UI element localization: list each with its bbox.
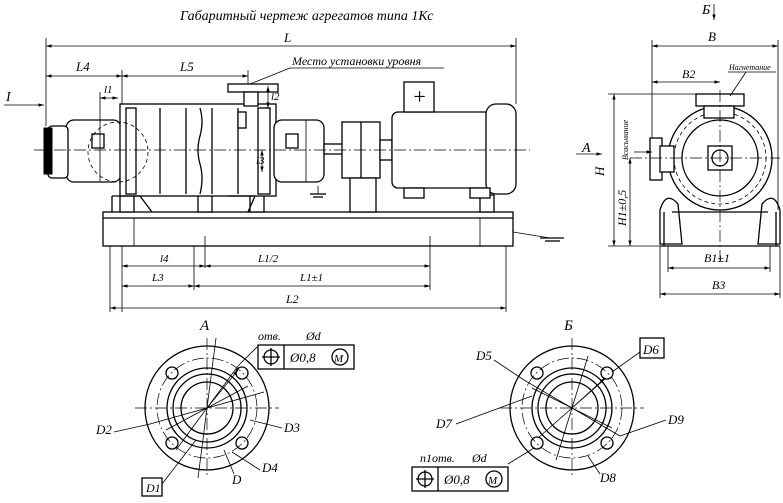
marker-I: I: [5, 90, 12, 105]
dim-L4: L4: [75, 59, 90, 74]
position-tolerance-icon: [262, 348, 280, 366]
dim-l3: l3: [256, 155, 265, 167]
dim-D4: D4: [261, 460, 278, 475]
base-frame: [102, 211, 514, 247]
flange-B: Б D5 D6 D7 D9 D8 n1отв. Ød: [411, 318, 684, 492]
flange-B-label: Б: [563, 318, 573, 334]
main-view: + A I L L4 L5: [4, 30, 602, 312]
dim-B: B: [708, 29, 716, 44]
dim-D: D: [231, 472, 242, 487]
dim-H1: H1±0,5: [615, 190, 629, 227]
drawing-title: Габаритный чертеж агрегатов типа 1Кс: [179, 9, 434, 24]
flange-B-modifier: M: [487, 475, 498, 487]
flange-A-d: Ød: [305, 329, 322, 343]
dim-D9: D9: [667, 412, 684, 427]
dim-L5: L5: [179, 59, 194, 74]
side-view: Б B B2 Нагнетание Вса: [592, 3, 781, 298]
view-label-A: A: [581, 141, 591, 156]
dim-H: H: [592, 166, 607, 177]
flange-B-holes: n1отв.: [420, 451, 455, 465]
dim-D5: D5: [475, 348, 492, 363]
side-view-label: Б: [701, 3, 710, 18]
dim-l1: l1: [104, 84, 113, 96]
ground-symbol: [310, 186, 326, 198]
flange-B-tolerance: Ø0,8: [443, 472, 470, 487]
flange-B-d: Ød: [471, 451, 488, 465]
flange-A: A отв. Ød Ø0,8 M D2 D3: [95, 318, 355, 497]
ground-symbol-base: [512, 231, 564, 242]
dim-B1: B1±1: [704, 251, 730, 265]
dim-D1: D1: [145, 481, 161, 495]
dim-l2: l2: [271, 91, 280, 103]
dim-D8: D8: [599, 470, 616, 485]
flange-A-modifier: M: [333, 353, 344, 365]
dim-L: L: [283, 30, 291, 45]
dim-D2: D2: [95, 422, 112, 437]
dim-L1-tol: L1±1: [299, 272, 323, 284]
dim-D7: D7: [435, 416, 452, 431]
dim-l4: l4: [160, 253, 169, 265]
flange-A-holes: отв.: [258, 329, 281, 343]
flange-A-label: A: [199, 318, 210, 334]
position-tolerance-icon: [416, 470, 434, 488]
dim-B2: B2: [682, 67, 695, 81]
left-cover: [65, 119, 122, 183]
dim-D3: D3: [283, 420, 300, 435]
discharge-label: Нагнетание: [728, 63, 771, 72]
right-cover: [273, 119, 325, 183]
dim-L1-half: L1/2: [257, 253, 279, 265]
dim-D6: D6: [642, 342, 659, 357]
suction-label: Всасывание: [621, 119, 630, 160]
dim-B3: B3: [712, 278, 725, 292]
level-note: Место установки уровня: [291, 54, 422, 68]
dim-L2: L2: [285, 292, 299, 306]
dim-L3: L3: [151, 272, 164, 284]
flange-A-tolerance: Ø0,8: [289, 350, 316, 365]
motor-terminal-symbol: +: [412, 84, 427, 109]
